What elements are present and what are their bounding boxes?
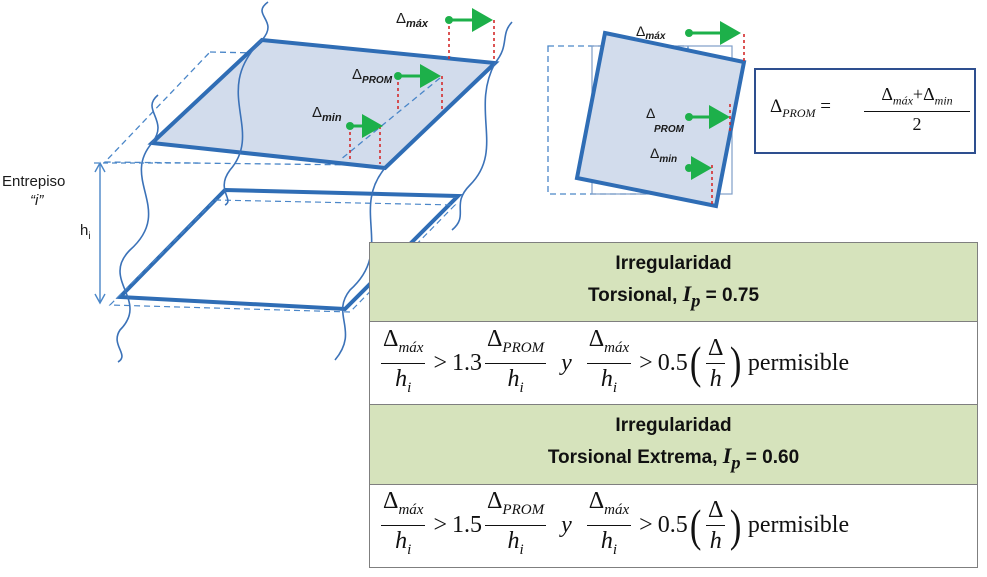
column-left [116,142,153,363]
plan-label-delta-prom: Δ [646,105,655,121]
plan-rotated-slab [574,30,747,209]
plan-label-delta-max: Δmáx [636,23,666,42]
header-torsional: Irregularidad Torsional, Ip = 0.75 [369,241,978,323]
column-mid [334,167,386,361]
label-delta-prom: ΔPROM [352,66,393,86]
lower-slab [115,187,463,312]
formula-fraction: Δmáx+Δmin 2 [864,84,970,135]
column-back [261,1,269,41]
story-label-line1: Entrepiso [2,173,65,190]
label-delta-max: Δmáx [396,10,429,30]
slab-diagonal [339,77,441,161]
plan-label-delta-min: Δmin [650,145,677,165]
column-left-top [151,94,159,144]
height-label: hi [80,222,91,242]
header-torsional-extreme: Irregularidad Torsional Extrema, Ip = 0.… [369,404,978,485]
svg-text:PROM: PROM [654,124,685,135]
label-delta-min: Δmin [312,104,342,124]
column-right [451,62,496,231]
lower-slab-original-outline [108,199,457,313]
formula-lhs: ΔPROM = [770,96,832,120]
story-label-line2: “i” [30,192,44,209]
prom-formula-box: ΔPROM = Δmáx+Δmin 2 [754,68,976,154]
column-back-lower [223,39,263,206]
upper-slab [147,37,500,171]
column-right-top [494,21,513,64]
